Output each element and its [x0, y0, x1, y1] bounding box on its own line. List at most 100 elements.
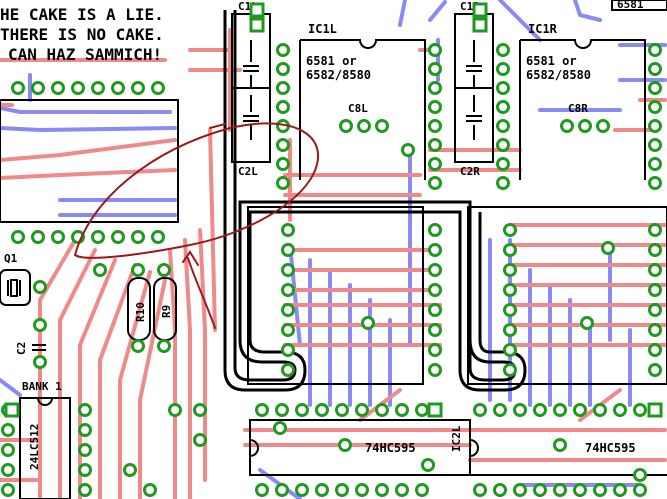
- cap-symbols: [7, 40, 482, 351]
- label-c2: C2: [15, 342, 28, 355]
- pad: [31, 81, 45, 95]
- square-pad: [249, 2, 265, 18]
- pad: [168, 403, 182, 417]
- pad: [573, 403, 587, 417]
- pad: [648, 119, 662, 133]
- pad: [473, 403, 487, 417]
- pad: [51, 81, 65, 95]
- pad: [496, 138, 510, 152]
- pad: [93, 263, 107, 277]
- label-ic1l: IC1L: [308, 22, 337, 36]
- pad: [276, 100, 290, 114]
- joke-line-1: HE CAKE IS A LIE.: [0, 5, 164, 24]
- pad: [131, 81, 145, 95]
- square-pad: [427, 402, 443, 418]
- pad: [273, 421, 287, 435]
- pad: [428, 363, 442, 377]
- silkscreen-text: HE CAKE IS A LIE. THERE IS NO CAKE. CAN …: [0, 0, 644, 470]
- pad: [613, 403, 627, 417]
- pad: [281, 343, 295, 357]
- pad: [428, 43, 442, 57]
- pad: [428, 119, 442, 133]
- pad: [648, 43, 662, 57]
- pad: [648, 81, 662, 95]
- pad: [157, 339, 171, 353]
- pad: [111, 81, 125, 95]
- pad: [339, 119, 353, 133]
- pad: [395, 483, 409, 497]
- pad: [31, 230, 45, 244]
- joke-line-3: CAN HAZ SAMMICH!: [8, 45, 162, 64]
- pad: [428, 303, 442, 317]
- pad: [91, 81, 105, 95]
- pad: [513, 403, 527, 417]
- pad: [151, 230, 165, 244]
- pad: [493, 483, 507, 497]
- pad: [428, 343, 442, 357]
- pad: [375, 119, 389, 133]
- pad: [131, 339, 145, 353]
- label-c8l: C8L: [348, 102, 368, 115]
- ic1l-part-line2: 6582/8580: [306, 68, 371, 82]
- square-pad: [249, 17, 265, 33]
- pad: [78, 443, 92, 457]
- label-top-right: 6581: [617, 0, 644, 11]
- pad: [648, 263, 662, 277]
- label-74hc595-left: 74HC595: [365, 441, 416, 455]
- pad: [281, 243, 295, 257]
- label-q1: Q1: [4, 252, 18, 265]
- pad: [281, 223, 295, 237]
- pad: [553, 438, 567, 452]
- label-c2l: C2L: [238, 165, 258, 178]
- pad: [315, 403, 329, 417]
- pad: [111, 230, 125, 244]
- pad: [553, 403, 567, 417]
- pad: [1, 423, 15, 437]
- pad: [51, 230, 65, 244]
- label-ic2l: IC2L: [450, 425, 463, 452]
- pad: [255, 403, 269, 417]
- pad: [648, 176, 662, 190]
- pad: [633, 403, 647, 417]
- pad: [428, 263, 442, 277]
- pad: [553, 483, 567, 497]
- pad: [648, 138, 662, 152]
- pad: [428, 243, 442, 257]
- pad: [428, 157, 442, 171]
- pad: [648, 62, 662, 76]
- pad: [335, 483, 349, 497]
- pad: [428, 100, 442, 114]
- pad: [503, 303, 517, 317]
- pad: [193, 433, 207, 447]
- pad: [648, 283, 662, 297]
- pad: [401, 143, 415, 157]
- pad: [315, 483, 329, 497]
- label-r10: R10: [134, 302, 147, 322]
- joke-line-2: THERE IS NO CAKE.: [0, 25, 164, 44]
- pad: [375, 403, 389, 417]
- pad: [78, 403, 92, 417]
- pad: [596, 119, 610, 133]
- square-pad: [647, 402, 663, 418]
- label-r9: R9: [160, 305, 173, 318]
- pad: [123, 463, 137, 477]
- pad: [421, 458, 435, 472]
- pad: [428, 283, 442, 297]
- pad: [496, 81, 510, 95]
- pad: [1, 483, 15, 497]
- label-bank1: BANK 1: [22, 380, 62, 393]
- pad: [357, 119, 371, 133]
- pad: [593, 403, 607, 417]
- pad: [496, 100, 510, 114]
- ic1r-part-line1: 6581 or: [526, 54, 577, 68]
- pad: [493, 403, 507, 417]
- pad: [648, 343, 662, 357]
- pad: [415, 483, 429, 497]
- pad: [281, 263, 295, 277]
- pad: [648, 363, 662, 377]
- pad: [143, 483, 157, 497]
- pad: [157, 263, 171, 277]
- pad: [648, 100, 662, 114]
- pad: [428, 223, 442, 237]
- pad: [375, 483, 389, 497]
